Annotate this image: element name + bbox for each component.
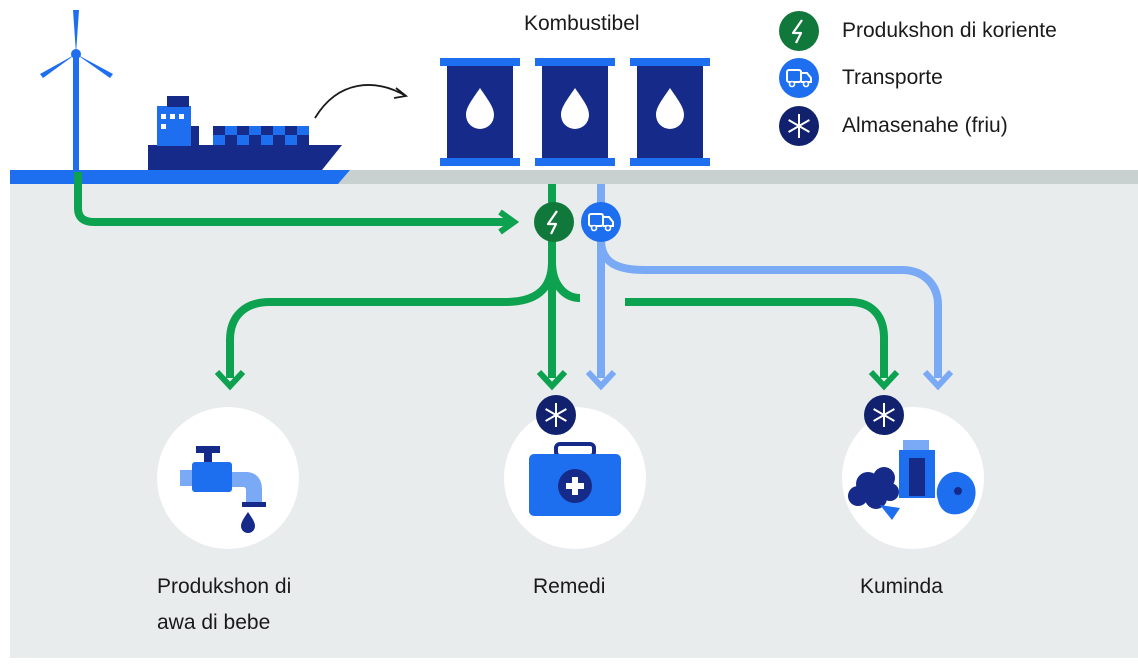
legend-lightning-icon — [779, 11, 819, 51]
fuel-label: Kombustibel — [524, 12, 640, 35]
fuel-barrel — [440, 58, 520, 166]
food-storage-snowflake-icon — [864, 395, 904, 435]
medicine-storage-snowflake-icon — [536, 395, 576, 435]
water-destination-label-line1: Produkshon di — [157, 575, 292, 598]
food-destination-label: Kuminda — [860, 575, 943, 598]
faucet-icon — [180, 446, 266, 533]
legend-snowflake-icon — [779, 106, 819, 146]
water-surface — [10, 170, 350, 184]
wind-turbine-icon — [40, 10, 113, 173]
fuel-barrel — [535, 58, 615, 166]
electricity-node-lightning-icon — [534, 202, 574, 242]
water-destination-label-line2: awa di bebe — [157, 611, 271, 634]
fuel-barrels — [440, 58, 710, 166]
ship-to-fuel-arrow — [314, 84, 409, 119]
medicine-destination-label: Remedi — [533, 575, 606, 598]
legend-label-electricity: Produkshon di koriente — [842, 19, 1057, 42]
food-icon — [848, 440, 976, 520]
cargo-ship-icon — [148, 96, 342, 170]
transport-node-truck-icon — [581, 202, 621, 242]
legend-label-storage: Almasenahe (friu) — [842, 114, 1008, 137]
legend-truck-icon — [779, 58, 819, 98]
fuel-barrel — [630, 58, 710, 166]
transport-flow-lines — [585, 184, 954, 391]
legend-label-transport: Transporte — [842, 66, 943, 89]
medical-kit-icon — [529, 442, 621, 516]
